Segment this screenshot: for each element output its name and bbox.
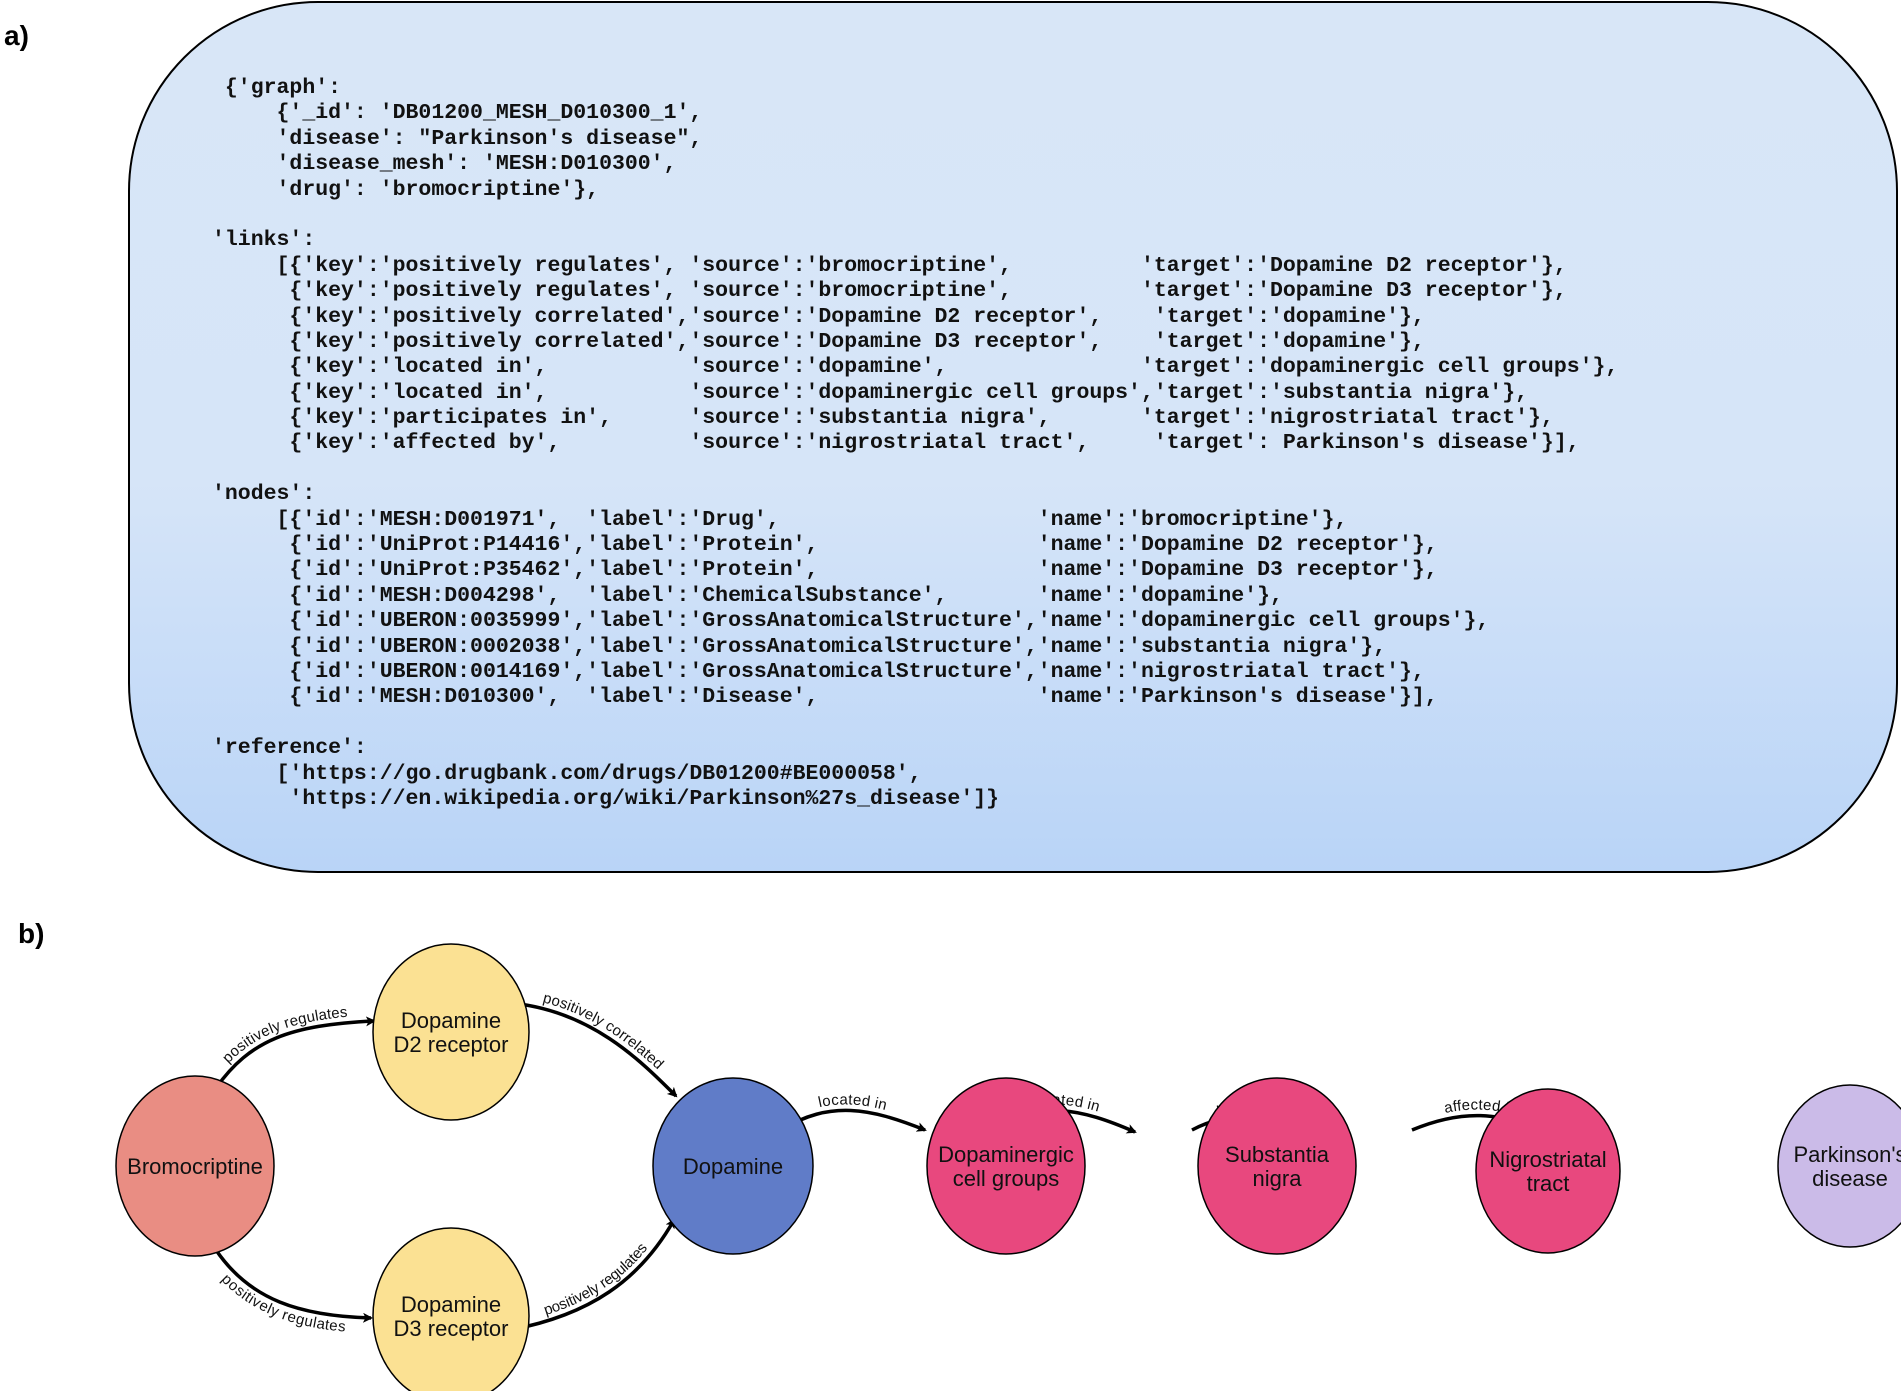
node-label: Parkinson's <box>1793 1142 1901 1167</box>
edge-arrow <box>509 1218 676 1332</box>
node-circle <box>1197 1077 1357 1255</box>
node-label: tract <box>1527 1171 1570 1196</box>
code-line: {'id':'UniProt:P14416','label':'Protein'… <box>212 533 1438 558</box>
node-circle <box>1475 1088 1621 1254</box>
node-dopamine: Dopamine <box>652 1077 814 1255</box>
node-circle <box>1777 1084 1901 1248</box>
node-label: Nigrostriatal <box>1489 1147 1606 1172</box>
code-line: 'nodes': <box>212 482 316 507</box>
code-line: {'key':'located in', 'source':'dopamine'… <box>212 355 1619 380</box>
code-line: 'drug': 'bromocriptine'}, <box>212 177 600 202</box>
code-line: 'https://en.wikipedia.org/wiki/Parkinson… <box>212 786 1000 811</box>
node-circle <box>652 1077 814 1255</box>
node-bromocriptine: Bromocriptine <box>115 1075 275 1257</box>
json-code-block: {'graph': {'_id': 'DB01200_MESH_D010300_… <box>212 76 1618 812</box>
node-label: Bromocriptine <box>127 1154 263 1179</box>
code-line: {'key':'located in', 'source':'dopaminer… <box>212 380 1529 405</box>
code-line: {'id':'UBERON:0014169','label':'GrossAna… <box>212 659 1425 684</box>
node-circle <box>926 1077 1086 1255</box>
code-line: {'key':'participates in', 'source':'subs… <box>212 406 1554 431</box>
node-label: Dopamine <box>401 1008 501 1033</box>
node-circle <box>372 1227 530 1391</box>
json-code-box <box>128 1 1898 873</box>
code-line: ['https://go.drugbank.com/drugs/DB01200#… <box>212 761 922 786</box>
panel-label-b: b) <box>18 918 45 949</box>
code-line: 'links': <box>212 228 316 253</box>
node-label: Substantia <box>1225 1142 1330 1167</box>
edge-arrow <box>214 1016 376 1090</box>
node-label: cell groups <box>953 1166 1059 1191</box>
code-line: {'key':'positively correlated','source':… <box>212 304 1425 329</box>
node-label: D3 receptor <box>394 1316 509 1341</box>
code-line: {'id':'UniProt:P35462','label':'Protein'… <box>212 558 1438 583</box>
node-label: Dopamine <box>683 1154 783 1179</box>
code-line: [{'id':'MESH:D001971', 'label':'Drug', '… <box>212 507 1348 532</box>
node-circle <box>115 1075 275 1257</box>
node-label: disease <box>1812 1166 1888 1191</box>
node-label: D2 receptor <box>394 1032 509 1057</box>
edge-label: positively regulates <box>542 1240 651 1319</box>
edge-arrow <box>509 1001 678 1098</box>
code-line: {'id':'MESH:D004298', 'label':'ChemicalS… <box>212 583 1283 608</box>
code-line: {'id':'MESH:D010300', 'label':'Disease',… <box>212 685 1438 710</box>
edge-arrow <box>214 1249 373 1323</box>
node-label: nigra <box>1253 1166 1303 1191</box>
code-line: {'id':'UBERON:0002038','label':'GrossAna… <box>212 634 1387 659</box>
code-line: {'_id': 'DB01200_MESH_D010300_1', <box>212 101 703 126</box>
code-line: 'disease_mesh': 'MESH:D010300', <box>212 152 677 177</box>
code-line: 'reference': <box>212 736 367 761</box>
edge-label: positively correlated <box>541 990 667 1073</box>
code-line: {'id':'UBERON:0035999','label':'GrossAna… <box>212 609 1490 634</box>
panel-label-a: a) <box>4 20 29 51</box>
code-line: {'key':'positively correlated','source':… <box>212 329 1425 354</box>
code-line: [{'key':'positively regulates', 'source'… <box>212 253 1567 278</box>
code-line: {'graph': <box>212 76 342 100</box>
node-label: Dopamine <box>401 1292 501 1317</box>
code-line: {'key':'affected by', 'source':'nigrostr… <box>212 431 1580 456</box>
code-line: {'key':'positively regulates', 'source':… <box>212 279 1567 304</box>
node-circle <box>372 943 530 1121</box>
code-line: 'disease': "Parkinson's disease", <box>212 126 703 151</box>
node-label: Dopaminergic <box>938 1142 1074 1167</box>
